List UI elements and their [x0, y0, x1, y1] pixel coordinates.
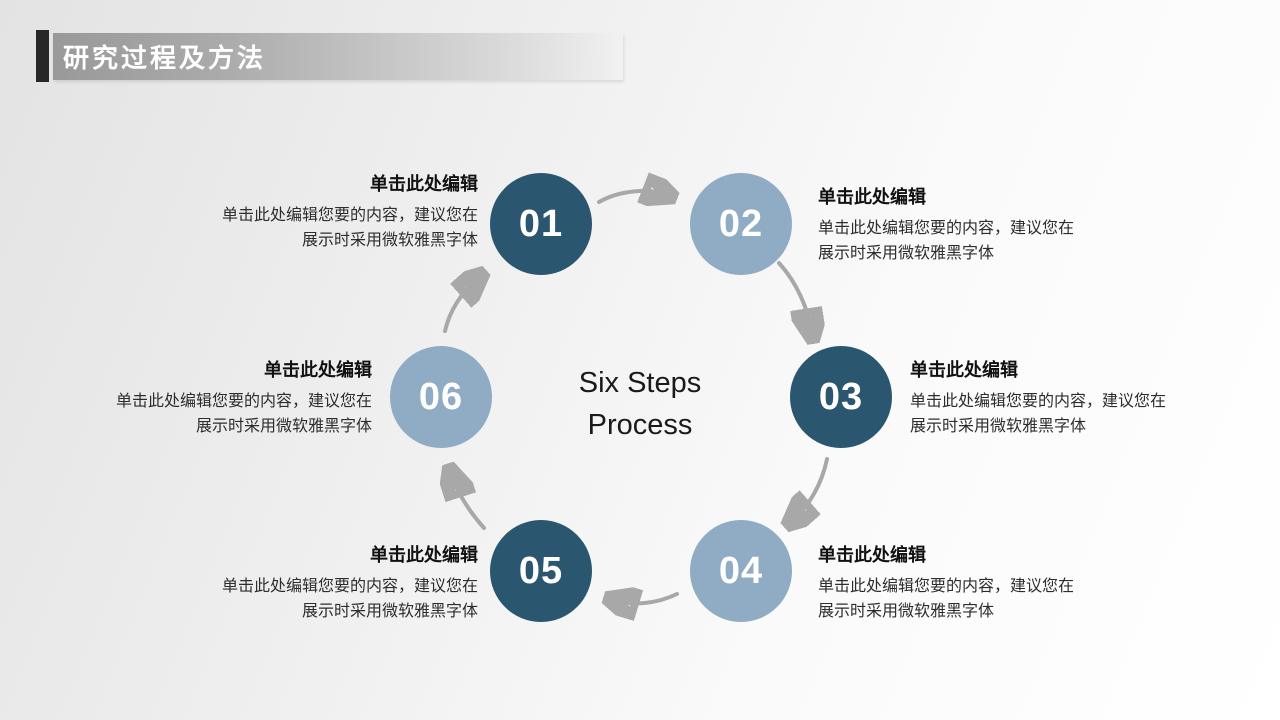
step-number-04: 04	[718, 549, 764, 592]
step-circle-05: 05	[490, 520, 592, 622]
arrow-06-01-icon	[443, 277, 479, 333]
step-circle-02: 02	[690, 173, 792, 275]
step-number-01: 01	[518, 202, 564, 245]
step-body-04-line1: 单击此处编辑您要的内容，建议您在	[818, 578, 1075, 595]
step-circle-06: 06	[390, 346, 492, 448]
step-number-02: 02	[718, 202, 764, 245]
step-body-06-line2: 展示时采用微软雅黑字体	[195, 418, 372, 435]
center-title-line2: Process	[587, 409, 693, 441]
step-body-02-line1: 单击此处编辑您要的内容，建议您在	[818, 220, 1075, 237]
header-accent-bar	[36, 30, 49, 82]
step-circle-04: 04	[690, 520, 792, 622]
step-circle-01: 01	[490, 173, 592, 275]
center-title-line1: Six Steps	[578, 367, 702, 399]
step-body-01-line1: 单击此处编辑您要的内容，建议您在	[221, 207, 478, 224]
center-title: Six Steps Process	[515, 362, 765, 446]
step-body-03-line2: 展示时采用微软雅黑字体	[910, 418, 1087, 435]
arrow-03-04-icon	[792, 457, 829, 521]
step-body-05-line2: 展示时采用微软雅黑字体	[301, 603, 478, 620]
step-heading-02: 单击此处编辑	[818, 187, 926, 207]
step-textblock-04: 单击此处编辑 单击此处编辑您要的内容，建议您在 展示时采用微软雅黑字体	[818, 541, 1150, 624]
step-heading-06: 单击此处编辑	[264, 360, 372, 380]
arrow-05-06-icon	[451, 473, 486, 530]
step-heading-03: 单击此处编辑	[910, 360, 1018, 380]
page-title: 研究过程及方法	[63, 43, 267, 73]
step-textblock-05: 单击此处编辑 单击此处编辑您要的内容，建议您在 展示时采用微软雅黑字体	[146, 541, 478, 624]
arrow-01-02-icon	[597, 191, 668, 202]
step-number-03: 03	[818, 375, 864, 418]
arrow-02-03-icon	[777, 261, 812, 334]
step-textblock-06: 单击此处编辑 单击此处编辑您要的内容，建议您在 展示时采用微软雅黑字体	[40, 356, 372, 439]
step-body-06-line1: 单击此处编辑您要的内容，建议您在	[115, 393, 372, 410]
step-heading-05: 单击此处编辑	[370, 545, 478, 565]
arrow-04-05-icon	[613, 594, 679, 603]
step-body-02-line2: 展示时采用微软雅黑字体	[818, 245, 995, 262]
step-textblock-01: 单击此处编辑 单击此处编辑您要的内容，建议您在 展示时采用微软雅黑字体	[146, 170, 478, 253]
step-textblock-02: 单击此处编辑 单击此处编辑您要的内容，建议您在 展示时采用微软雅黑字体	[818, 183, 1150, 266]
header-strip: 研究过程及方法	[53, 33, 623, 80]
step-circle-03: 03	[790, 346, 892, 448]
step-body-05-line1: 单击此处编辑您要的内容，建议您在	[221, 578, 478, 595]
step-number-06: 06	[418, 375, 464, 418]
step-body-04-line2: 展示时采用微软雅黑字体	[818, 603, 995, 620]
step-heading-04: 单击此处编辑	[818, 545, 926, 565]
step-body-03-line1: 单击此处编辑您要的内容，建议您在	[910, 393, 1167, 410]
step-number-05: 05	[518, 549, 564, 592]
step-heading-01: 单击此处编辑	[370, 174, 478, 194]
step-textblock-03: 单击此处编辑 单击此处编辑您要的内容，建议您在 展示时采用微软雅黑字体	[910, 356, 1242, 439]
step-body-01-line2: 展示时采用微软雅黑字体	[301, 232, 478, 249]
